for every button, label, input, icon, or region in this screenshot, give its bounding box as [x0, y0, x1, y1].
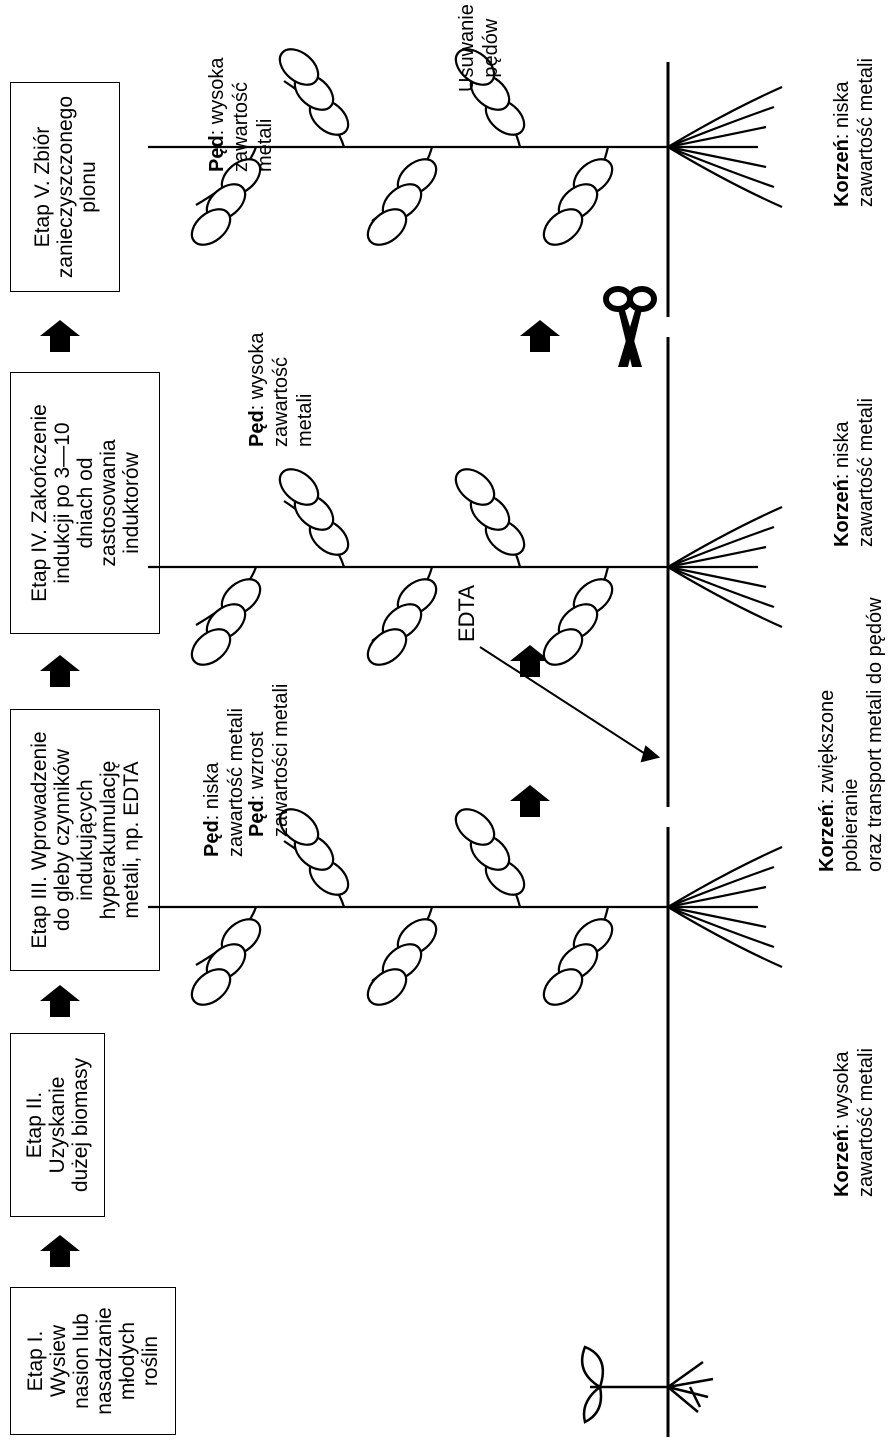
up-arrow-icon: [510, 785, 550, 817]
shoot-label-4: Pęd: wysoka zawartość metali: [245, 333, 317, 448]
root-label-4: Korzeń: niska zawartość metali: [830, 398, 878, 547]
root-label-5: Korzeń: niska zawartość metali: [830, 58, 878, 207]
scissors-icon: [606, 289, 654, 367]
root-label-3: Korzeń: zwiększone pobieranie oraz trans…: [815, 597, 887, 872]
edta-label: EDTA: [455, 585, 479, 642]
up-arrow-icon: [40, 655, 80, 687]
removal-label: Usuwanie pędów: [455, 4, 503, 92]
seedling-plant: [582, 1347, 713, 1422]
up-arrow-icon: [40, 1235, 80, 1267]
edta-arrow: [480, 647, 658, 761]
shoot-label-2: Pęd: niska zawartość metali: [200, 708, 248, 857]
shoot-label-5: Pęd: wysoka zawartość metali: [205, 58, 277, 173]
up-arrow-icon: [40, 320, 80, 352]
shoot-label-3: Pęd: wzrost zawartości metali: [245, 684, 293, 837]
up-arrow-icon: [520, 320, 560, 352]
up-arrow-icon: [40, 985, 80, 1017]
root-label-2: Korzeń: wysoka zawartość metali: [830, 1048, 878, 1197]
